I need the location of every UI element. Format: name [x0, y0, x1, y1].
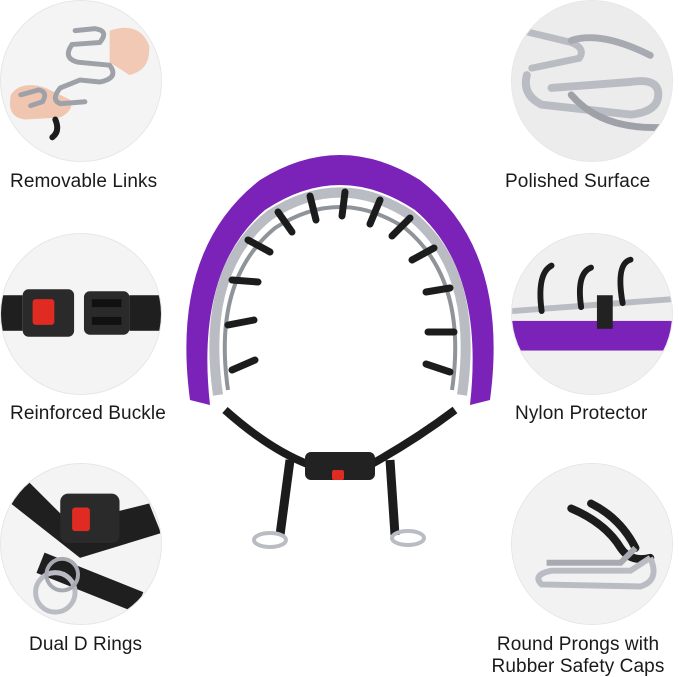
- nylon-protector-label: Nylon Protector: [515, 403, 648, 424]
- chain-links: [209, 187, 471, 396]
- reinforced-buckle-photo: [0, 233, 162, 395]
- removable-links-label: Removable Links: [10, 171, 158, 192]
- polished-surface-photo: [511, 0, 673, 162]
- dual-d-rings-label: Dual D Rings: [29, 634, 143, 655]
- prong-collar-illustration: [170, 120, 510, 560]
- buckle: [305, 452, 375, 480]
- d-ring-right: [390, 529, 426, 547]
- round-prongs-label: Round Prongs with Rubber Safety Caps: [478, 634, 678, 677]
- dual-d-rings-photo: [0, 463, 162, 625]
- rubber-prongs: [224, 188, 458, 376]
- reinforced-buckle-label: Reinforced Buckle: [10, 403, 166, 424]
- d-ring-left: [252, 531, 288, 549]
- round-prongs-label-line1: Round Prongs with: [496, 634, 660, 655]
- round-prongs-photo: [511, 463, 673, 625]
- polished-surface-label: Polished Surface: [505, 171, 651, 192]
- round-prongs-label-line2: Rubber Safety Caps: [491, 656, 665, 677]
- buckle-release: [332, 470, 344, 480]
- removable-links-photo: [0, 0, 162, 162]
- nylon-protector-photo: [511, 233, 673, 395]
